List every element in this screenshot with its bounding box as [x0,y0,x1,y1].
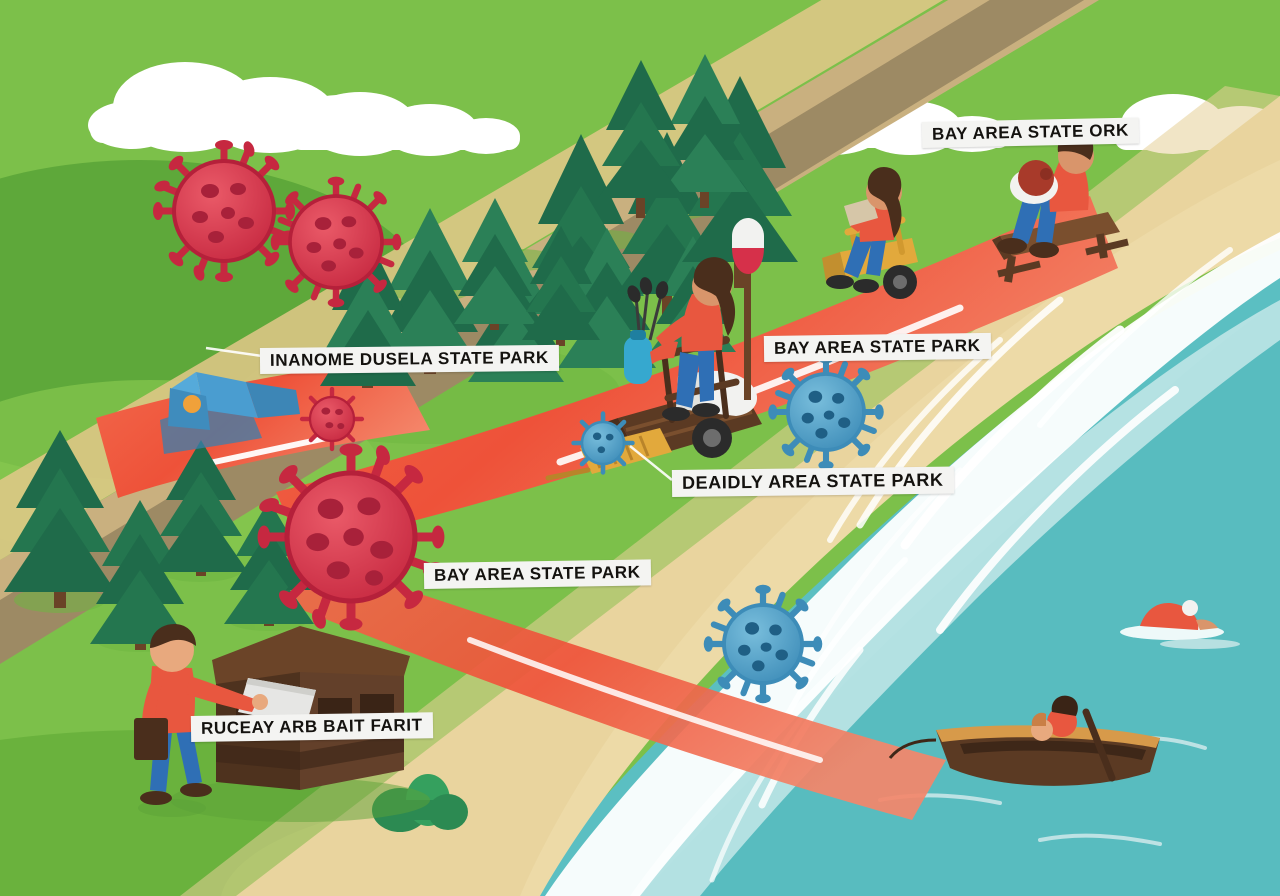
red-road-down-branch [288,560,946,820]
map-label-bay-area-state-park-lower[interactable]: BAY AREA STATE PARK [423,559,651,589]
fishing-float-icon [732,218,764,400]
red-road-left-branch [96,358,430,498]
map-label-deaidly-area-state-park[interactable]: DEAIDLY AREA STATE PARK [671,466,954,497]
swimmer-icon [1120,600,1240,649]
virus-blue-icon [571,411,635,475]
rowboat-icon [888,695,1160,786]
virus-blue-icon [703,584,823,704]
pine-tree-icon [522,226,600,346]
person-icon [822,166,918,299]
person-icon [656,257,740,423]
virus-red-icon [270,176,402,308]
virus-red-icon [257,443,445,631]
red-road-centerline [197,433,339,468]
virus-red-icon [299,386,365,452]
pine-tree-icon [454,198,536,330]
fishing-gear-icon [624,277,678,384]
label-leader-lines [205,346,673,481]
person-icon [134,624,268,817]
person-icon [997,130,1094,258]
pine-tree-icon [154,440,248,576]
red-road-down-centerline [467,637,823,763]
virus-red-icon [153,140,295,282]
cloud-icon [292,109,412,147]
pine-tree-group [4,54,798,652]
tent-icon [160,372,300,454]
map-label-ruceay-arb-bait-farit[interactable]: RUCEAY ARB BAIT FARIT [190,712,433,742]
map-label-bay-area-state-ork[interactable]: BAY AREA STATE ORK [921,117,1140,148]
pine-tree-icon [662,54,748,208]
map-label-bay-area-state-park-upper[interactable]: BAY AREA STATE PARK [763,332,991,362]
map-label-inanome-dusela-state-park[interactable]: INANOME DUSELA STATE PARK [259,344,559,374]
pine-tree-icon [90,500,190,650]
pine-tree-icon [598,60,684,218]
virus-blue-icon [768,354,884,470]
pine-tree-icon [4,430,116,608]
